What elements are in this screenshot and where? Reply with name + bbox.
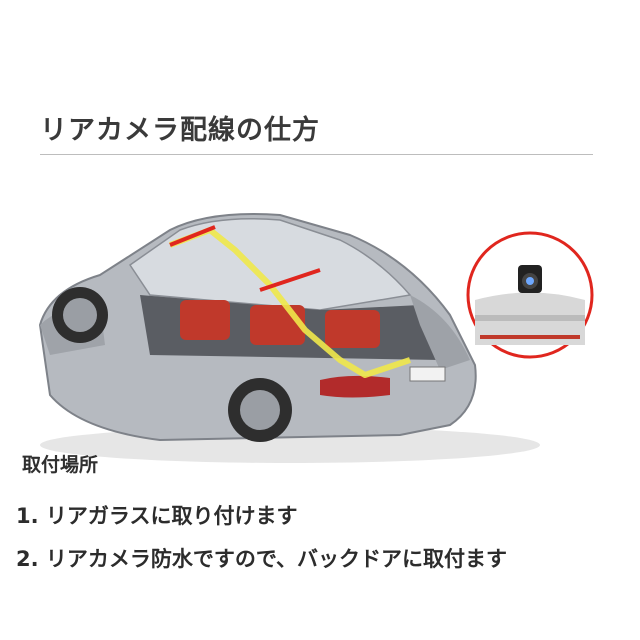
- instruction-item-1: 1. リアガラスに取り付けます: [16, 504, 298, 528]
- car-cutaway-illustration: [38, 213, 594, 463]
- install-location-label: 取付場所: [22, 454, 99, 476]
- title-divider: [40, 154, 593, 155]
- instruction-item-2: 2. リアカメラ防水ですので、バックドアに取付ます: [16, 547, 508, 571]
- page-title: リアカメラ配線の仕方: [40, 115, 320, 146]
- rear-camera-closeup: [466, 231, 594, 359]
